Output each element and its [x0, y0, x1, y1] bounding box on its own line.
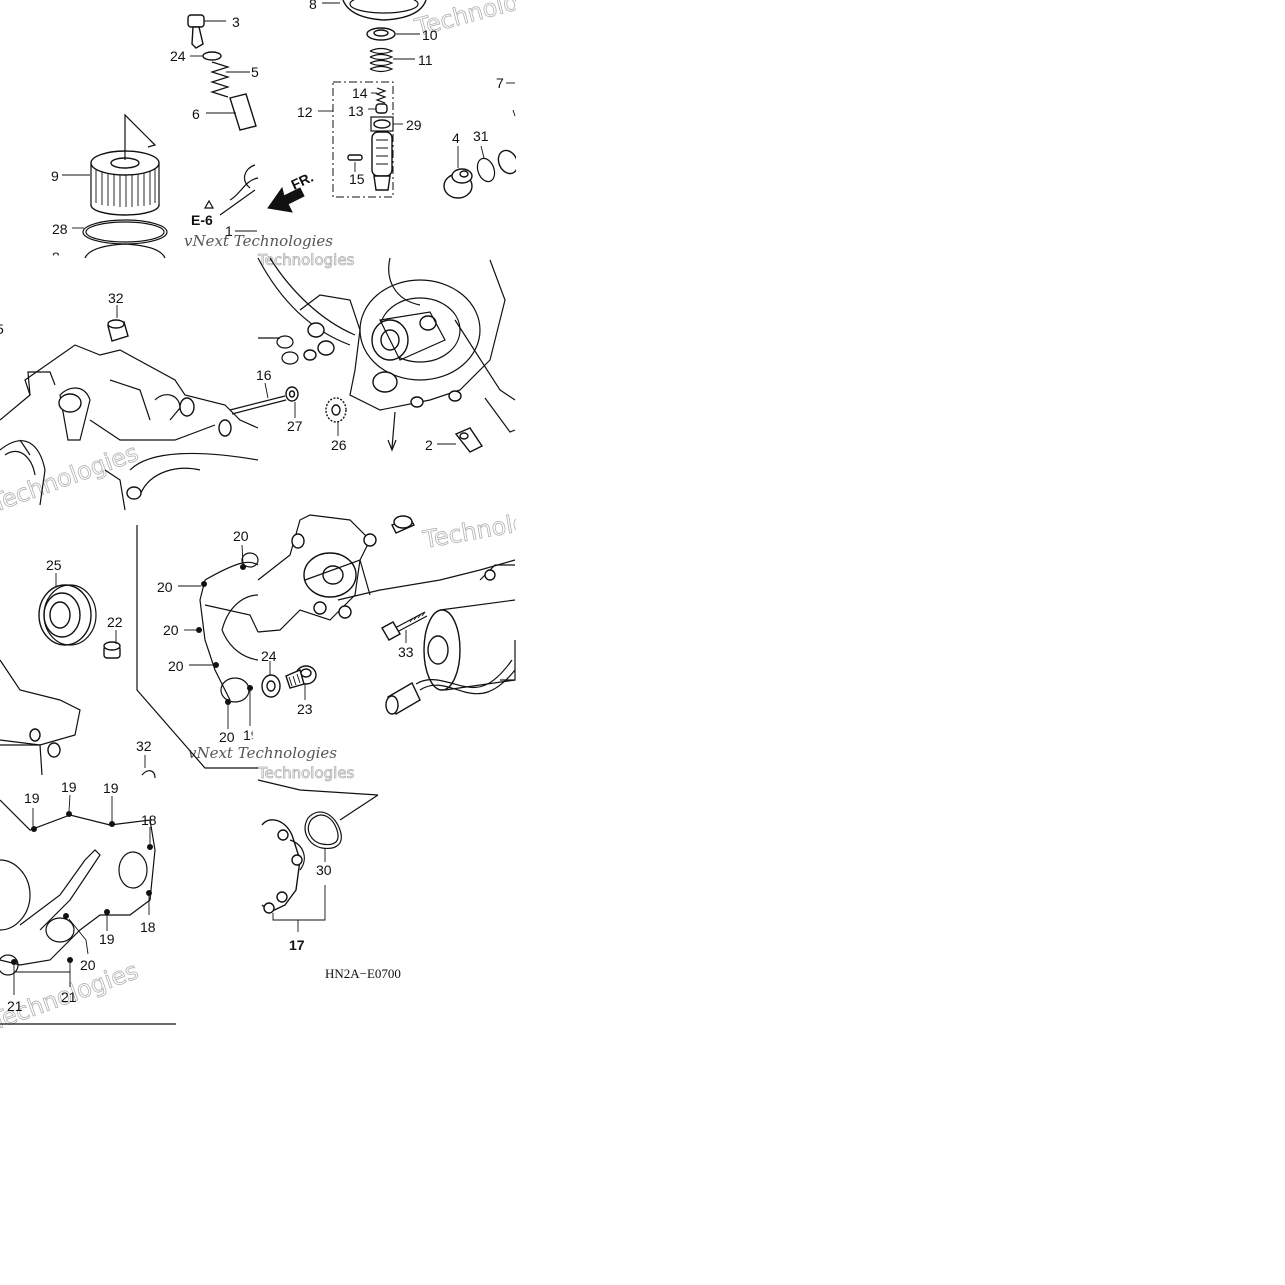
part-23-bolt — [285, 665, 317, 689]
label-24-bottom: 24 — [261, 648, 277, 664]
label-13: 13 — [348, 103, 364, 119]
front-direction-arrow: FR. — [267, 169, 316, 213]
label-31: 31 — [473, 128, 489, 144]
label-8-top: 8 — [309, 0, 317, 12]
label-20-b: 20 — [157, 579, 173, 595]
part-32-dowel-top — [107, 319, 129, 342]
label-21-a: 21 — [7, 998, 23, 1014]
label-8-left: 8 — [52, 249, 60, 265]
part-22-plug — [103, 641, 121, 659]
part-12-assembly-outline — [332, 81, 394, 198]
label-4: 4 — [452, 130, 460, 146]
label-22: 22 — [107, 614, 123, 630]
label-32-top: 32 — [108, 290, 124, 306]
gasket-bolt-points — [11, 811, 153, 965]
part-2-clip — [454, 427, 484, 453]
label-20-a: 20 — [233, 528, 249, 544]
label-17: 17 — [289, 937, 305, 953]
label-16: 16 — [256, 367, 272, 383]
part-25-bearing — [38, 584, 97, 646]
watermark-small-1: vNext Technologies — [184, 232, 333, 250]
label-15: 15 — [349, 171, 365, 187]
part-28-o-ring — [82, 219, 168, 245]
label-24-top: 24 — [170, 48, 186, 64]
label-29: 29 — [406, 117, 422, 133]
lower-left-group: 25 22 32 — [0, 557, 176, 1025]
label-6: 6 — [192, 106, 200, 122]
label-20-bottom: 20 — [80, 957, 96, 973]
oil-filter-group: 3 24 5 6 9 28 8 — [51, 14, 259, 265]
watermark-small-2: vNext Technologies — [188, 744, 337, 762]
label-23: 23 — [297, 701, 313, 717]
label-14: 14 — [352, 85, 368, 101]
part-3-bolt — [187, 14, 205, 49]
label-28: 28 — [52, 221, 68, 237]
watermark-small-4: Technologies — [257, 764, 355, 782]
gasket-frame-group: 20 20 20 20 20 19 — [136, 525, 259, 769]
label-20-e: 20 — [219, 729, 235, 745]
crankcase-left-group: 5 32 16 27 — [0, 290, 303, 511]
label-20-d: 20 — [168, 658, 184, 674]
part-26-gear — [325, 397, 347, 423]
label-33: 33 — [398, 644, 414, 660]
part-5-spring — [209, 61, 231, 98]
gasket-outline — [0, 799, 156, 966]
part-33-bolt — [381, 611, 428, 641]
crankcase-right-group: 26 2 — [257, 257, 516, 453]
part-6-piston — [229, 93, 257, 131]
label-10: 10 — [422, 27, 438, 43]
reference-e6: E-6 — [191, 212, 213, 228]
label-19-a: 19 — [24, 790, 40, 806]
part-15-strainer — [347, 131, 393, 191]
label-5-cut: 5 — [0, 321, 4, 337]
part-8-cover — [342, 0, 427, 21]
label-2: 2 — [425, 437, 433, 453]
part-17-cover — [261, 819, 301, 913]
part-24-washer — [202, 51, 222, 61]
watermark-left-1: Technologies — [0, 439, 142, 518]
label-11: 11 — [418, 52, 433, 68]
label-12: 12 — [297, 104, 313, 120]
frame-bolt-points — [196, 564, 253, 705]
label-18-a: 18 — [141, 812, 157, 828]
label-3: 3 — [232, 14, 240, 30]
starter-motor-group: 33 24 23 — [257, 514, 516, 717]
diagram-code: HN2A−E0700 — [325, 966, 401, 981]
cover-17-group: 30 17 HN2A−E0700 — [257, 779, 401, 981]
label-7: 7 — [496, 75, 504, 91]
valve-stack-group: 8 10 11 12 14 13 29 15 — [267, 0, 519, 213]
label-1: 1 — [225, 223, 233, 239]
label-9: 9 — [51, 168, 59, 184]
label-26: 26 — [331, 437, 347, 453]
label-30: 30 — [316, 862, 332, 878]
part-30-gasket — [304, 811, 342, 850]
label-21-b: 21 — [61, 989, 77, 1005]
part-4-plug — [443, 168, 473, 199]
label-19-b: 19 — [61, 779, 77, 795]
part-11-spring — [369, 47, 394, 73]
label-19-c: 19 — [103, 780, 119, 796]
label-18-b: 18 — [140, 919, 156, 935]
label-32-bottom: 32 — [136, 738, 152, 754]
watermark-small-3: Technologies — [257, 251, 355, 269]
direction-label: FR. — [289, 169, 316, 193]
label-19-e: 19 — [243, 727, 259, 743]
label-19-d: 19 — [99, 931, 115, 947]
label-20-c: 20 — [163, 622, 179, 638]
label-25: 25 — [46, 557, 62, 573]
label-27: 27 — [287, 418, 303, 434]
part-9-oil-filter — [90, 150, 160, 216]
label-5: 5 — [251, 64, 259, 80]
